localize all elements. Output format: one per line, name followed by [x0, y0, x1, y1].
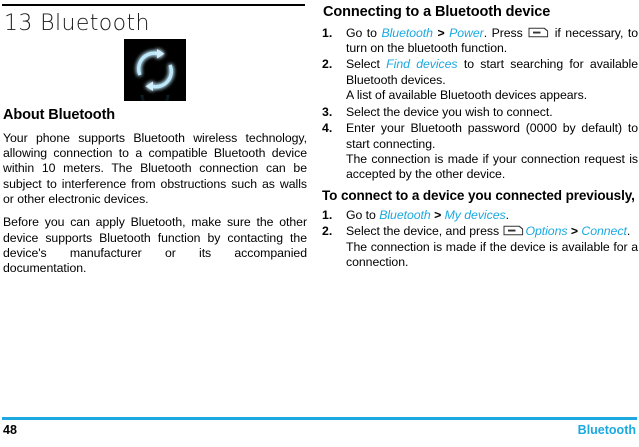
right-column: Connecting to a Bluetooth device 1. Go to…	[322, 0, 638, 272]
about-bluetooth-heading: About Bluetooth	[3, 107, 116, 124]
ui-term: Connect	[581, 224, 627, 239]
list-marker: 3.	[322, 104, 333, 119]
chapter-icon-container	[2, 39, 307, 102]
list-item-note: The connection is made if your connectio…	[346, 151, 638, 182]
list-item-text: Select Find devices to start searching f…	[346, 57, 639, 87]
list-marker: 1.	[322, 207, 333, 222]
list-item-text: Enter your Bluetooth password (0000 by d…	[346, 121, 638, 151]
list-item: 1. Go to Bluetooth > My devices.	[322, 208, 638, 223]
list-marker: 2.	[322, 57, 333, 72]
about-paragraph-2: Before you can apply Bluetooth, make sur…	[3, 215, 307, 276]
list-marker: 1.	[322, 25, 333, 40]
list-item-note: A list of available Bluetooth devices ap…	[346, 88, 588, 103]
reconnect-subheading: To connect to a device you connected pre…	[322, 187, 635, 203]
list-marker: 4.	[322, 121, 333, 136]
list-item: 4. Enter your Bluetooth password (0000 by…	[322, 121, 638, 183]
path-separator: >	[432, 25, 450, 40]
list-item-text: Select the device you wish to connect.	[346, 104, 553, 119]
connect-steps-list: 1. Go to Bluetooth > Power. Press if nece…	[322, 26, 638, 183]
list-item: 1. Go to Bluetooth > Power. Press if nece…	[322, 26, 638, 57]
connecting-heading: Connecting to a Bluetooth device	[323, 4, 551, 20]
left-column: 13 Bluetooth	[2, 0, 307, 276]
ui-term: Power	[449, 25, 484, 40]
reconnect-steps-list: 1. Go to Bluetooth > My devices. 2. Select …	[322, 208, 638, 271]
about-paragraph-1: Your phone supports Bluetooth wireless t…	[3, 130, 307, 206]
list-item-note: The connection is made if the device is …	[346, 239, 638, 270]
footer-rule	[2, 417, 637, 420]
list-item: 2. Select the device, and press Options >…	[322, 224, 638, 270]
ui-term: My devices	[444, 207, 506, 222]
list-item: 2. Select Find devices to start searching…	[322, 57, 638, 103]
page-footer: 48 Bluetooth	[0, 417, 639, 447]
list-marker: 2.	[322, 224, 333, 239]
page-number: 48	[3, 423, 17, 437]
ui-term: Bluetooth	[379, 207, 431, 222]
list-item-text: Go to Bluetooth > My devices.	[346, 207, 509, 222]
ui-term: Bluetooth	[381, 25, 433, 40]
chapter-title: 13 Bluetooth	[4, 11, 150, 36]
path-separator: >	[567, 224, 582, 239]
list-item-text: Select the device, and press Options > C…	[346, 224, 631, 239]
chapter-top-rule	[2, 4, 305, 6]
left-softkey-icon	[528, 27, 549, 38]
list-item: 3. Select the device you wish to connect.	[322, 105, 638, 120]
sync-arrows-icon	[123, 39, 186, 102]
footer-chapter-name: Bluetooth	[577, 423, 636, 437]
path-separator: >	[430, 207, 445, 222]
left-softkey-icon	[503, 225, 524, 236]
ui-term: Options	[525, 224, 568, 239]
list-item-text: Go to Bluetooth > Power. Press if necess…	[346, 25, 638, 56]
ui-term: Find devices	[386, 57, 458, 72]
